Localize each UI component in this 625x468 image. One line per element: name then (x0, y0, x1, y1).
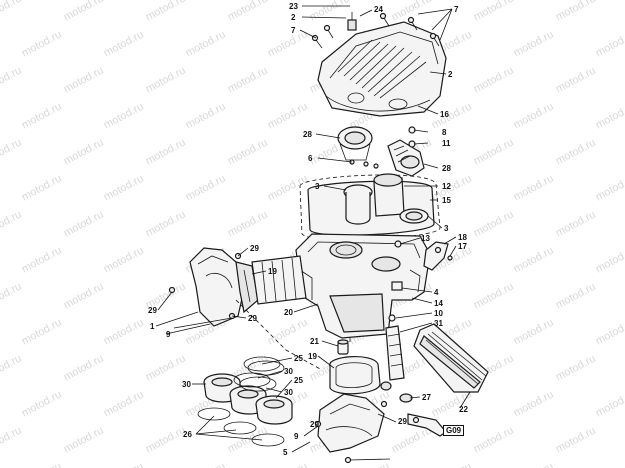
callout-30: 30 (284, 367, 293, 376)
assembly-guide-line (235, 299, 323, 371)
callout-9: 9 (294, 432, 299, 441)
callout-25: 25 (294, 354, 303, 363)
callout-25: 25 (294, 376, 303, 385)
callout-1: 1 (150, 322, 155, 331)
callout-15: 15 (442, 196, 451, 205)
drain-plug (337, 339, 349, 355)
callout-9: 9 (166, 330, 171, 339)
callout-28: 28 (442, 164, 451, 173)
callout-27: 27 (422, 393, 431, 402)
intake-trumpet-left (337, 126, 373, 161)
mounting-bracket (423, 241, 449, 271)
seal-strip (251, 255, 307, 305)
callout-31: 31 (434, 319, 443, 328)
callout-6: 6 (308, 154, 313, 163)
air-filter-assembly (299, 173, 441, 241)
callout-13: 13 (421, 234, 430, 243)
intake-boot (385, 325, 405, 381)
callout-23: 23 (289, 2, 298, 11)
callout-7: 7 (454, 5, 459, 14)
callout-19: 19 (268, 267, 277, 276)
callout-19: 19 (308, 352, 317, 361)
callout-18: 18 (458, 233, 467, 242)
callout-28: 28 (303, 130, 312, 139)
g09-reference-box: G09 (443, 425, 465, 436)
callout-30: 30 (284, 388, 293, 397)
callout-12: 12 (442, 182, 451, 191)
callout-21: 21 (310, 337, 319, 346)
callout-14: 14 (434, 299, 443, 308)
cover-screws (311, 12, 440, 49)
leader-lines (155, 5, 471, 461)
callout-20: 20 (284, 308, 293, 317)
callout-26: 26 (183, 430, 192, 439)
callout-16: 16 (440, 110, 449, 119)
throttle-adapters (197, 356, 293, 447)
callout-2: 2 (448, 70, 453, 79)
callout-17: 17 (458, 242, 467, 251)
pleated-filter (413, 323, 489, 393)
callout-29: 29 (310, 420, 319, 429)
callout-22: 22 (459, 405, 468, 414)
left-intake-duct (189, 247, 259, 327)
callout-10: 10 (434, 309, 443, 318)
g09-bracket (407, 413, 447, 437)
callout-30: 30 (182, 380, 191, 389)
callout-4: 4 (434, 288, 439, 297)
callout-3: 3 (315, 182, 320, 191)
callout-8: 8 (442, 128, 447, 137)
callout-7: 7 (291, 26, 296, 35)
callout-5: 5 (283, 448, 288, 457)
callout-24: 24 (374, 5, 383, 14)
intake-trumpet-right (387, 139, 425, 177)
callout-11: 11 (442, 139, 451, 148)
small-fasteners (168, 126, 453, 464)
callout-29: 29 (398, 417, 407, 426)
callout-29: 29 (148, 306, 157, 315)
lower-intake-duct (317, 393, 388, 453)
callout-29: 29 (250, 244, 259, 253)
airbox-lower-body (295, 233, 431, 339)
callout-29: 29 (248, 314, 257, 323)
callout-3: 3 (444, 224, 449, 233)
callout-2: 2 (291, 13, 296, 22)
grommet-small (380, 381, 392, 391)
airbox-cover (317, 12, 447, 117)
oval-gasket (329, 356, 381, 395)
